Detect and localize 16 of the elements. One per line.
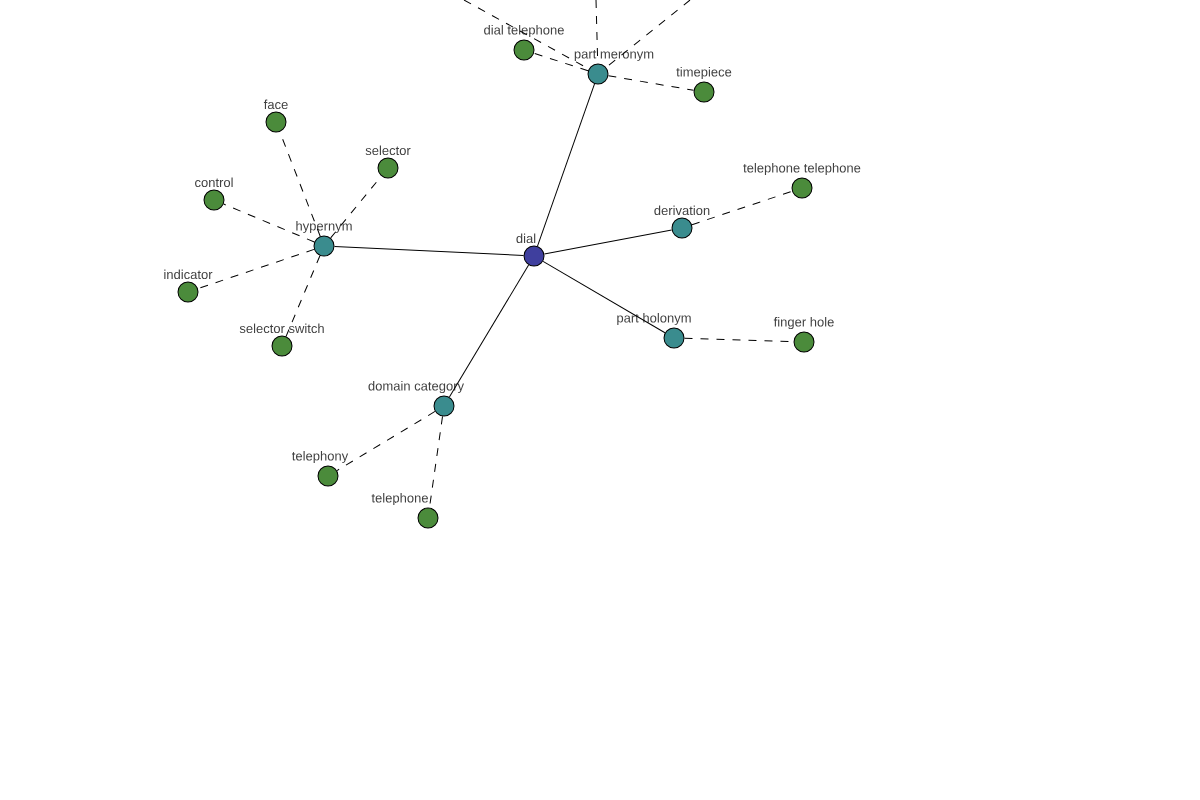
connector-line	[543, 229, 673, 255]
connector-line	[429, 415, 443, 509]
connector-line	[448, 264, 530, 398]
connector-line	[542, 260, 666, 334]
connector-line	[605, 0, 691, 68]
connector-line	[537, 83, 595, 247]
connector-line	[223, 203, 315, 243]
connector-line	[285, 255, 321, 337]
connector-line	[691, 190, 793, 226]
connector-line	[197, 248, 315, 290]
connector-line	[607, 75, 695, 91]
connector-line	[684, 337, 794, 343]
connector-line	[330, 175, 382, 239]
connector-line	[533, 52, 589, 72]
connector-line	[334, 246, 524, 256]
connector-line	[336, 410, 436, 472]
